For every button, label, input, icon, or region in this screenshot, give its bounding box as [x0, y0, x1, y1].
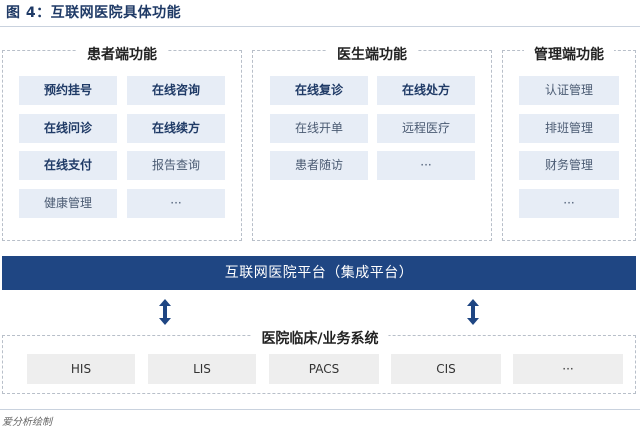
admin-item-finance[interactable]: 财务管理: [519, 151, 619, 180]
doctor-panel-title: 医生端功能: [327, 44, 417, 64]
doctor-item-prescription[interactable]: 在线处方: [377, 76, 475, 105]
title-divider: [0, 26, 640, 27]
patient-item-consult[interactable]: 在线咨询: [127, 76, 225, 105]
patient-item-report[interactable]: 报告查询: [127, 151, 225, 180]
admin-item-schedule[interactable]: 排班管理: [519, 114, 619, 143]
doctor-item-remote[interactable]: 远程医疗: [377, 114, 475, 143]
system-item-pacs[interactable]: PACS: [269, 354, 379, 384]
patient-panel-title: 患者端功能: [77, 44, 167, 64]
doctor-item-order[interactable]: 在线开单: [270, 114, 368, 143]
doctor-item-more[interactable]: ···: [377, 151, 475, 180]
system-item-his[interactable]: HIS: [27, 354, 135, 384]
doctor-item-followup[interactable]: 患者随访: [270, 151, 368, 180]
patient-item-more[interactable]: ···: [127, 189, 225, 218]
patient-item-inquiry[interactable]: 在线问诊: [19, 114, 117, 143]
source-note: 爱分析绘制: [2, 417, 52, 428]
system-item-more[interactable]: ···: [513, 354, 623, 384]
patient-item-health[interactable]: 健康管理: [19, 189, 117, 218]
figure-title: 图 4：互联网医院具体功能: [6, 5, 182, 21]
platform-bar: 互联网医院平台（集成平台）: [2, 256, 636, 290]
systems-panel-title: 医院临床/业务系统: [251, 328, 389, 348]
doctor-item-revisit[interactable]: 在线复诊: [270, 76, 368, 105]
system-item-cis[interactable]: CIS: [391, 354, 501, 384]
system-item-lis[interactable]: LIS: [148, 354, 256, 384]
double-arrow-icon: [159, 299, 171, 325]
patient-item-appointment[interactable]: 预约挂号: [19, 76, 117, 105]
admin-item-more[interactable]: ···: [519, 189, 619, 218]
patient-item-renewal[interactable]: 在线续方: [127, 114, 225, 143]
double-arrow-icon: [467, 299, 479, 325]
footer-divider: [0, 409, 640, 410]
admin-item-auth[interactable]: 认证管理: [519, 76, 619, 105]
patient-item-payment[interactable]: 在线支付: [19, 151, 117, 180]
admin-panel-title: 管理端功能: [524, 44, 614, 64]
